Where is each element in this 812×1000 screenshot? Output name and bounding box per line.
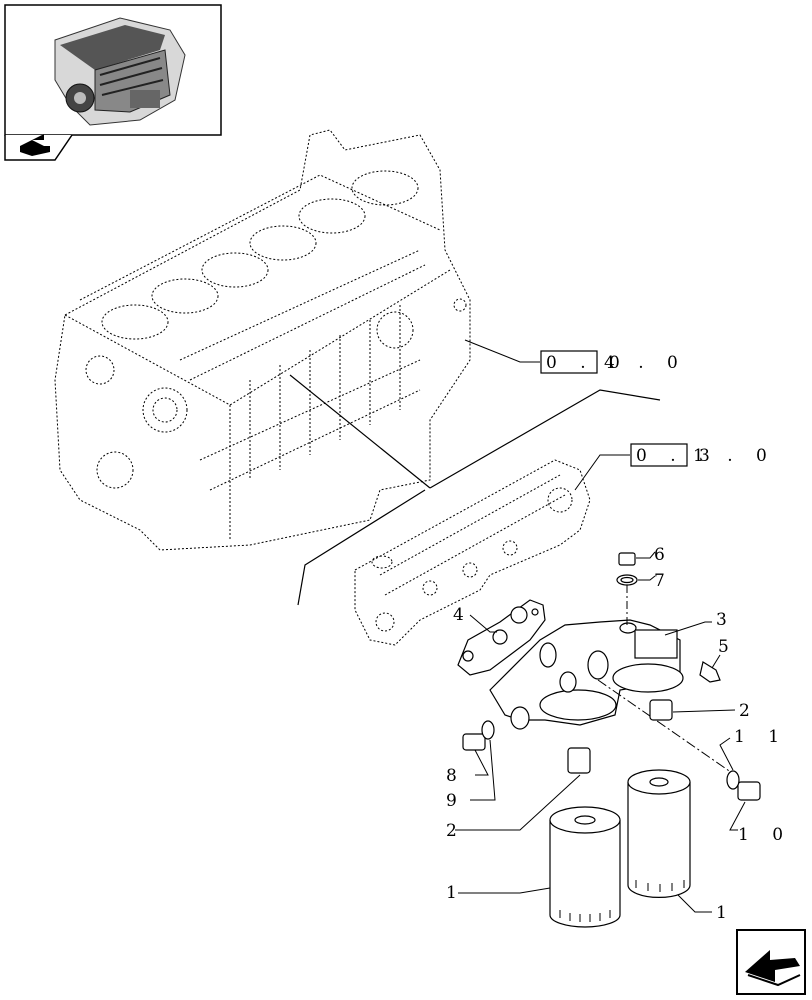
leader-3 [664, 621, 712, 636]
plug-part-left[interactable] [462, 733, 489, 776]
next-page-arrow-icon [745, 950, 801, 987]
engine-thumbnail[interactable] [4, 4, 222, 161]
callout-2b: 2 [446, 821, 457, 841]
oil-filter-left[interactable] [458, 806, 621, 928]
callout-numbers: 1 1 2 2 3 4 5 6 7 8 9 1 0 1 1 [446, 545, 792, 923]
seal-ring-part-right[interactable] [719, 737, 740, 790]
return-arrow-icon[interactable] [20, 134, 50, 156]
callout-11: 1 1 [734, 727, 788, 747]
cut-lines [289, 339, 661, 606]
next-page-button[interactable] [736, 929, 806, 995]
callout-2a: 2 [739, 701, 750, 721]
reference-rest-text: 1 . 0 [693, 446, 776, 466]
nipple-part-lower[interactable] [455, 747, 591, 831]
callout-4: 4 [453, 605, 464, 625]
plug-part[interactable] [618, 551, 656, 566]
callout-1b: 1 [716, 903, 727, 923]
callout-10: 1 0 [738, 825, 792, 845]
engine-block [54, 129, 471, 551]
callout-3: 3 [716, 610, 727, 630]
reference-label-heat-exchanger[interactable]: 0 . 3 1 . 0 [574, 443, 776, 491]
plug-part-right[interactable] [729, 781, 761, 831]
callout-8: 8 [446, 766, 457, 786]
seal-ring-part[interactable] [616, 574, 656, 586]
cylinder-bores [101, 170, 419, 340]
oil-filter-right[interactable] [627, 769, 712, 913]
seal-ring-part-left[interactable] [470, 720, 496, 801]
callout-6: 6 [654, 545, 665, 565]
reference-boxed-text: 0 . 0 [546, 353, 629, 373]
reference-label-block[interactable]: 0 . 0 4 . 0 [540, 350, 687, 374]
centerlines [597, 585, 736, 776]
reference-rest-text: 4 . 0 [604, 353, 687, 373]
heat-exchanger [354, 459, 591, 646]
reference-boxed-text: 0 . 3 [636, 446, 719, 466]
callout-5: 5 [718, 637, 729, 657]
callout-7: 7 [654, 571, 665, 591]
callout-1a: 1 [446, 883, 457, 903]
screw-part[interactable] [699, 654, 721, 683]
gasket-part[interactable] [457, 599, 546, 676]
filter-head-part[interactable] [489, 619, 684, 730]
leader-4 [469, 614, 497, 633]
nipple-part-upper[interactable] [649, 699, 736, 721]
engine-thumbnail-icon [54, 17, 186, 126]
callout-9: 9 [446, 791, 457, 811]
